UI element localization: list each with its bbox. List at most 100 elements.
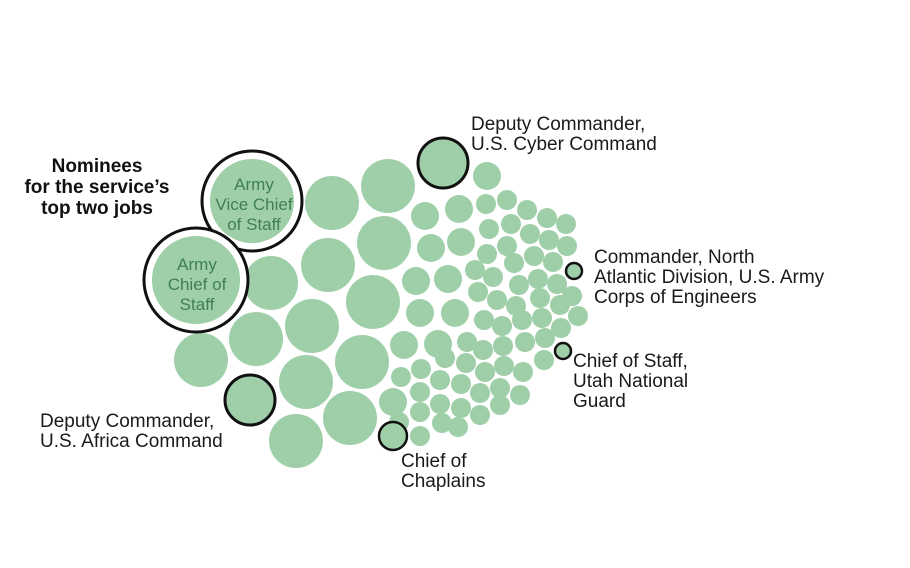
bubble — [435, 348, 455, 368]
bubble — [391, 367, 411, 387]
bubble — [346, 275, 400, 329]
nominee-text-chief-line: Chief of — [168, 275, 227, 294]
bubble — [390, 331, 418, 359]
nominee-group — [142, 149, 304, 334]
bubble — [430, 394, 450, 414]
callout-deputy-cyber-line: U.S. Cyber Command — [471, 134, 657, 155]
callout-chaplains-line: Chief of — [401, 451, 467, 472]
nominee-text-chief-line: Army — [177, 255, 217, 274]
bubble — [515, 332, 535, 352]
bubble — [568, 306, 588, 326]
bubble — [551, 318, 571, 338]
bubble — [447, 228, 475, 256]
bubble — [524, 246, 544, 266]
bubble — [483, 267, 503, 287]
bubble — [445, 195, 473, 223]
callout-utah-guard-line: Guard — [573, 391, 626, 412]
callout-deputy-africa: Deputy Commander,U.S. Africa Command — [40, 411, 223, 452]
bubble — [490, 395, 510, 415]
bubble — [473, 340, 493, 360]
bubble — [434, 265, 462, 293]
nominee-text-chief-line: Staff — [180, 295, 215, 314]
bubble — [417, 234, 445, 262]
highlight-chaplains — [377, 420, 409, 452]
bubble — [285, 299, 339, 353]
bubble — [357, 216, 411, 270]
callout-utah-guard-line: Chief of Staff, — [573, 351, 688, 372]
bubble — [479, 219, 499, 239]
bubble — [556, 214, 576, 234]
bubble — [174, 333, 228, 387]
bubble — [406, 299, 434, 327]
bubble — [490, 378, 510, 398]
highlight-deputy-africa — [223, 373, 277, 427]
nominee-text-vice-chief-line: of Staff — [227, 215, 281, 234]
bubble — [410, 426, 430, 446]
bubble — [470, 383, 490, 403]
bubble — [473, 162, 501, 190]
callout-north-atlantic-line: Atlantic Division, U.S. Army — [594, 267, 825, 288]
bubble — [477, 244, 497, 264]
callout-deputy-africa-line: Deputy Commander, — [40, 411, 214, 432]
bubble — [451, 374, 471, 394]
bubble — [512, 310, 532, 330]
bubble — [457, 332, 477, 352]
callout-deputy-africa-line: U.S. Africa Command — [40, 431, 223, 452]
callout-chaplains-line: Chaplains — [401, 471, 486, 492]
bubble-cluster — [174, 159, 588, 468]
callout-deputy-cyber-line: Deputy Commander, — [471, 114, 645, 135]
bubble — [361, 159, 415, 213]
bubble — [474, 310, 494, 330]
bubble — [379, 388, 407, 416]
bubble — [244, 256, 298, 310]
bubble — [456, 353, 476, 373]
bubble — [509, 275, 529, 295]
bubble — [465, 260, 485, 280]
bubble — [301, 238, 355, 292]
bubble — [550, 295, 570, 315]
bubble — [305, 176, 359, 230]
bubble — [475, 362, 495, 382]
bubble — [504, 253, 524, 273]
nominees-label-line: Nominees — [52, 156, 143, 177]
bubble — [451, 398, 471, 418]
bubble — [411, 359, 431, 379]
bubble — [537, 208, 557, 228]
nominee-bubble-vice-chief — [210, 159, 294, 243]
highlight-north-atlantic — [564, 261, 584, 281]
bubble — [528, 269, 548, 289]
bubble — [534, 350, 554, 370]
bubble — [510, 385, 530, 405]
nominees-label-line: top two jobs — [41, 198, 153, 219]
bubble — [487, 290, 507, 310]
bubble — [402, 267, 430, 295]
highlighted-circles — [223, 136, 584, 452]
bubble — [532, 308, 552, 328]
highlight-utah-guard — [553, 341, 573, 361]
callout-deputy-cyber: Deputy Commander,U.S. Cyber Command — [471, 114, 657, 155]
bubble — [557, 236, 577, 256]
bubble — [497, 190, 517, 210]
bubble — [468, 282, 488, 302]
bubble — [410, 382, 430, 402]
nominee-text-vice-chief-line: Vice Chief — [215, 195, 292, 214]
callout-north-atlantic-line: Corps of Engineers — [594, 287, 757, 308]
bubble — [543, 252, 563, 272]
bubble — [279, 355, 333, 409]
bubble — [476, 194, 496, 214]
bubble — [492, 316, 512, 336]
nominee-bubble-chief — [152, 236, 240, 324]
bubble — [323, 391, 377, 445]
bubble — [411, 202, 439, 230]
bubble — [269, 414, 323, 468]
callout-north-atlantic-line: Commander, North — [594, 247, 755, 268]
nominee-text-vice-chief-line: Army — [234, 175, 274, 194]
